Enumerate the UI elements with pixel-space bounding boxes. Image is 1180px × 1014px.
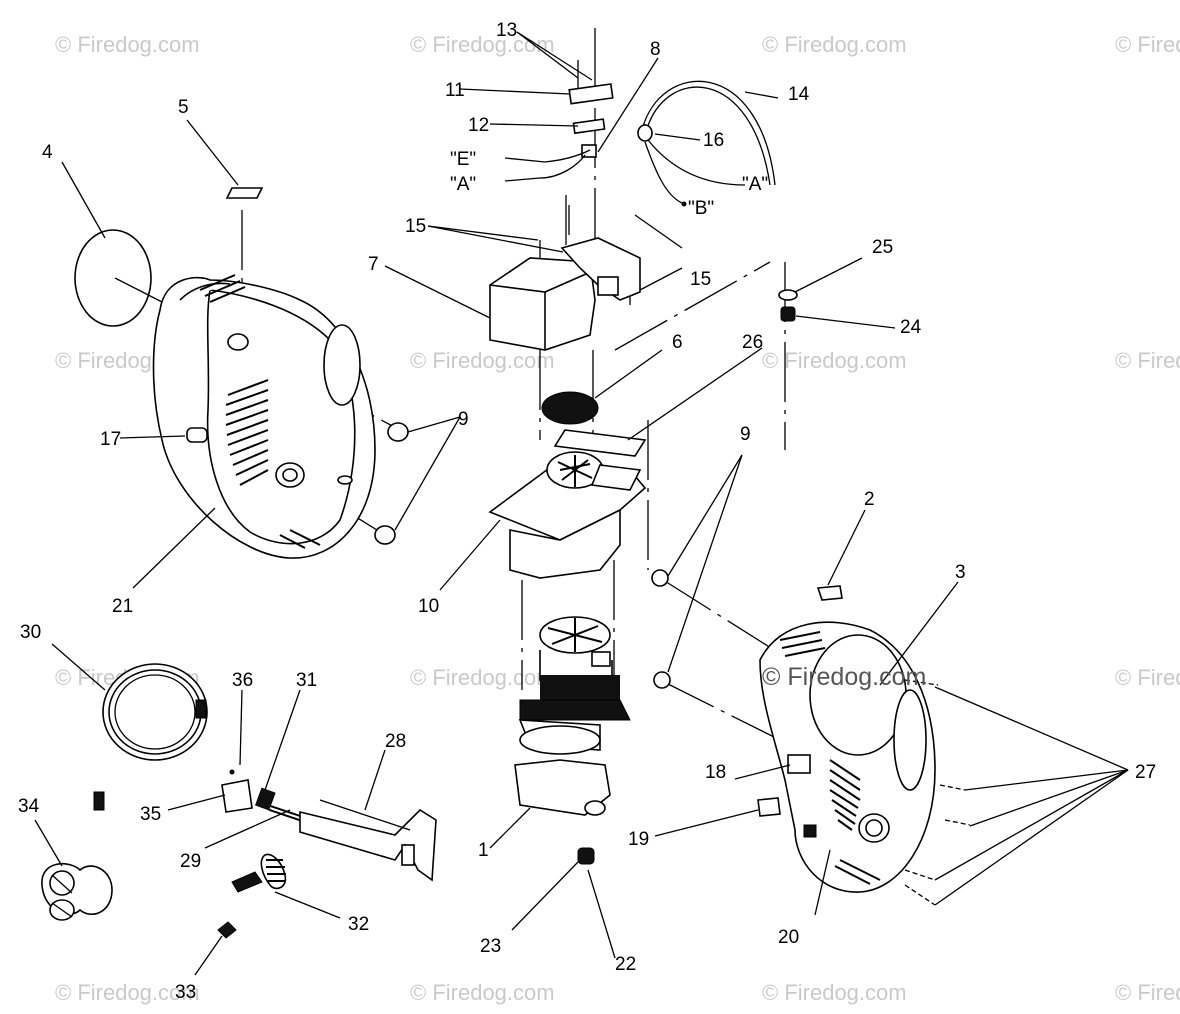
cover-disc [74,229,152,327]
hose-coil [93,663,208,811]
callout-17: 17 [100,429,121,450]
watermark: © Firedog.com [410,980,555,1005]
callout-1: 1 [478,840,489,861]
screws [904,679,971,906]
callout-12: 12 [468,115,489,136]
watermark: © Firedog.com [55,32,200,57]
watermark-overlay: © Firedog.com [762,663,926,691]
filter [541,391,599,425]
wire-label-b: "B" [688,198,714,219]
watermark: © Firedog.com [762,348,907,373]
label [816,585,843,601]
watermark: © Firedog.com [762,980,907,1005]
callout-15: 15 [405,216,426,237]
nozzle-parts [217,853,287,939]
spray-gun [299,799,437,882]
callout-10: 10 [418,596,439,617]
wire-label-a: "A" [742,174,768,195]
callout-9: 9 [740,424,751,445]
wire-label-a: "A" [450,174,476,195]
callout-5: 5 [178,97,189,118]
watermark: © Firedog.com [1115,32,1180,57]
wire-label-e: "E" [450,149,476,170]
callout-33: 33 [175,982,196,1003]
callout-2: 2 [864,489,875,510]
callout-35: 35 [140,804,161,825]
wire-harness [637,80,776,207]
left-housing [152,274,376,559]
watermark: © Firedog.com [410,348,555,373]
switch-box-assembly [489,83,641,351]
callout-18: 18 [705,762,726,783]
callout-31: 31 [296,670,317,691]
watermark: © Firedog.com [1115,348,1180,373]
label [221,779,253,813]
callout-4: 4 [42,142,53,163]
plug [780,306,796,322]
washer [778,289,798,301]
callout-11: 11 [445,80,465,101]
watermark: © Firedog.com [410,665,555,690]
callout-22: 22 [615,954,636,975]
callout-24: 24 [900,317,922,338]
callout-labels: 4 5 7 8 13 11 12 "E" "A" 15 15 14 16 "A"… [18,20,1156,1003]
callout-25: 25 [872,237,893,258]
watermark: © Firedog.com [55,980,200,1005]
motor [514,616,631,816]
right-housing [757,621,936,893]
callout-16: 16 [703,130,724,151]
watermark: © Firedog.com [1115,980,1180,1005]
bushings-left [374,422,409,545]
fan-housing [488,451,647,579]
gasket [553,429,647,457]
watermark-layer: © Firedog.com © Firedog.com © Firedog.co… [55,32,1180,1005]
callout-15: 15 [690,269,711,290]
nozzle-holder [41,863,113,921]
watermark: © Firedog.com [762,32,907,57]
callout-30: 30 [20,622,41,643]
callout-27: 27 [1135,762,1156,783]
callout-20: 20 [778,927,799,948]
callout-8: 8 [650,39,661,60]
callout-19: 19 [628,829,649,850]
leader-lines [34,31,1129,976]
callout-23: 23 [480,936,501,957]
callout-9: 9 [458,409,469,430]
callout-29: 29 [180,851,201,872]
bushings-right [651,569,671,689]
callout-6: 6 [672,332,683,353]
callout-21: 21 [112,596,133,617]
callout-34: 34 [18,796,40,817]
callout-32: 32 [348,914,369,935]
callout-26: 26 [742,332,763,353]
callout-36: 36 [232,670,253,691]
label [225,187,264,199]
watermark: © Firedog.com [410,32,555,57]
callout-14: 14 [788,84,810,105]
fitting [577,847,616,959]
callout-13: 13 [496,20,517,41]
callout-3: 3 [955,562,966,583]
watermark: © Firedog.com [1115,665,1180,690]
callout-28: 28 [385,731,406,752]
callout-7: 7 [368,254,379,275]
